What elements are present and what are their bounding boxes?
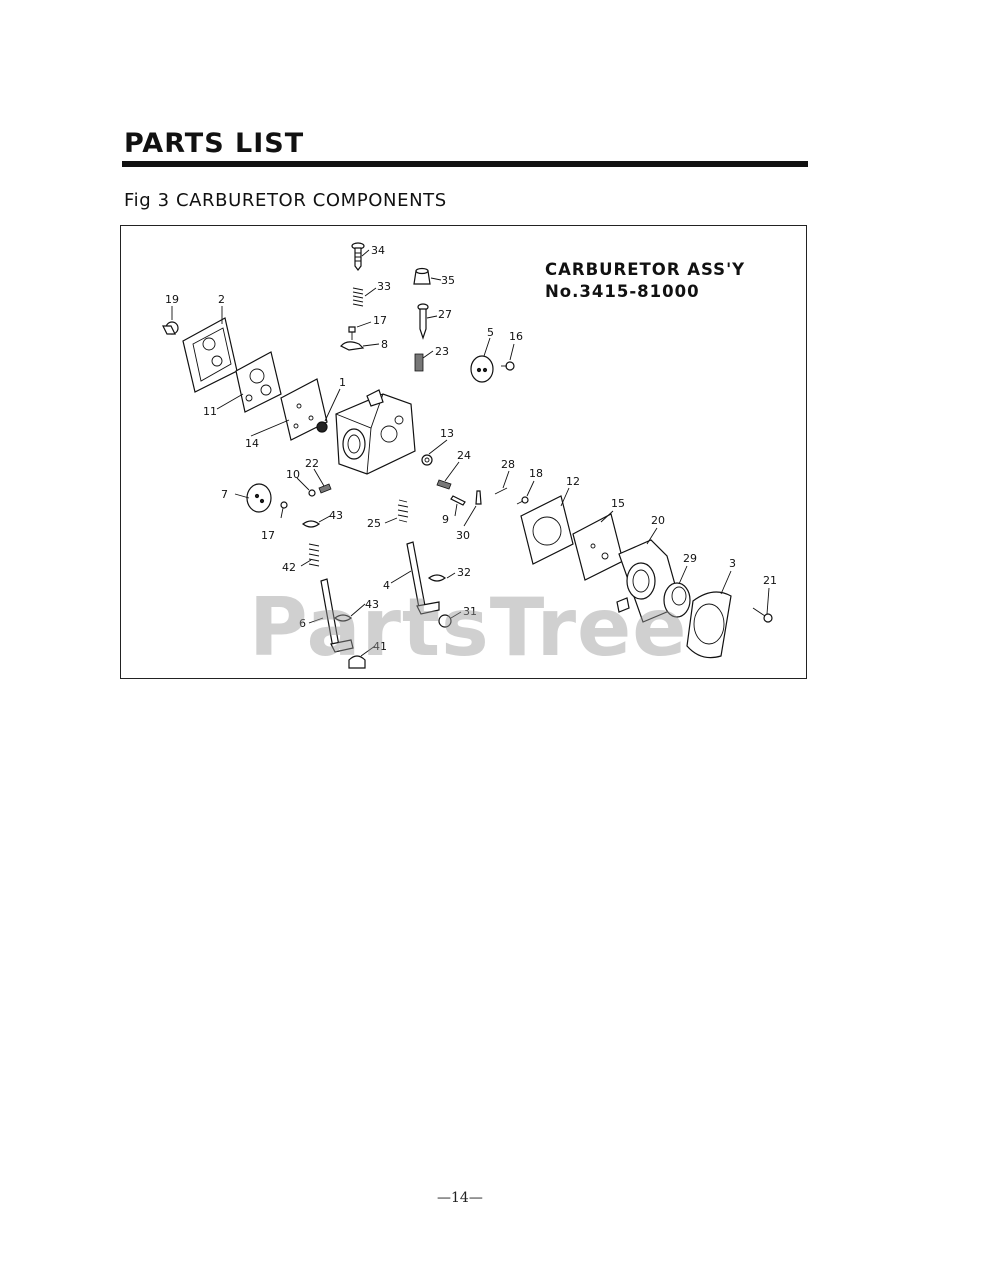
callout-10: 10 — [286, 468, 300, 481]
diagram-frame: 34 33 35 27 17 8 23 19 2 5 16 1 11 14 13… — [120, 225, 807, 679]
part-24-spring — [436, 479, 452, 490]
part-23-spring — [414, 353, 424, 372]
callout-30: 30 — [456, 529, 470, 542]
watermark: PartsTree — [249, 581, 688, 674]
part-17-pin — [348, 326, 356, 340]
part-20-pump-body — [616, 539, 682, 623]
part-42-spring — [308, 543, 320, 567]
part-2-pump-cover — [182, 317, 238, 393]
callout-2: 2 — [218, 293, 225, 306]
callout-17-lower: 17 — [261, 529, 275, 542]
callout-3: 3 — [729, 557, 736, 570]
part-27-needle — [417, 303, 429, 340]
part-10-ball — [308, 489, 316, 497]
callout-6: 6 — [299, 617, 306, 630]
callout-13: 13 — [440, 427, 454, 440]
part-13-nut — [421, 454, 433, 466]
callout-18: 18 — [529, 467, 543, 480]
callout-4: 4 — [383, 579, 390, 592]
part-17-screw — [280, 501, 288, 519]
part-3-cover — [686, 591, 732, 659]
part-32-clip — [427, 574, 447, 582]
callout-34: 34 — [371, 244, 385, 257]
callout-32: 32 — [457, 566, 471, 579]
part-11-gasket — [235, 351, 282, 413]
part-25-spring — [397, 499, 409, 523]
page-number: —14— — [437, 1190, 483, 1206]
callout-5: 5 — [487, 326, 494, 339]
part-43-clip — [301, 520, 321, 528]
part-21-screw — [752, 607, 773, 623]
part-22-spring — [318, 483, 332, 494]
part-1-screen — [316, 421, 328, 433]
callout-20: 20 — [651, 514, 665, 527]
callout-28: 28 — [501, 458, 515, 471]
part-29-valve — [663, 582, 691, 618]
callout-24: 24 — [457, 449, 471, 462]
part-28-pin — [494, 487, 508, 495]
carburetor-body — [335, 389, 416, 475]
page-title: PARTS LIST — [124, 128, 305, 159]
part-43-clip-lower — [333, 614, 353, 622]
part-31-cap — [438, 614, 452, 628]
callout-12: 12 — [566, 475, 580, 488]
callout-21: 21 — [763, 574, 777, 587]
callout-17: 17 — [373, 314, 387, 327]
callout-43-lower: 43 — [365, 598, 379, 611]
part-19-fitting — [162, 321, 179, 335]
callout-16: 16 — [509, 330, 523, 343]
part-34-screw — [351, 242, 365, 271]
part-14-diaphragm — [280, 378, 328, 441]
callout-22: 22 — [305, 457, 319, 470]
part-6-choke-shaft — [320, 578, 354, 653]
callout-7: 7 — [221, 488, 228, 501]
assembly-title: CARBURETOR ASS'Y — [545, 260, 746, 279]
part-30-needle — [475, 490, 482, 505]
part-9-lever — [450, 495, 466, 506]
callout-14: 14 — [245, 437, 259, 450]
callout-42: 42 — [282, 561, 296, 574]
callout-8: 8 — [381, 338, 388, 351]
leader-lines — [171, 249, 770, 657]
callout-35: 35 — [441, 274, 455, 287]
callout-25: 25 — [367, 517, 381, 530]
assembly-number: No.3415-81000 — [545, 282, 700, 301]
callout-33: 33 — [377, 280, 391, 293]
part-4-throttle-shaft — [406, 541, 440, 615]
callout-27: 27 — [438, 308, 452, 321]
part-41-cap — [348, 655, 366, 669]
callout-1: 1 — [339, 376, 346, 389]
callout-23: 23 — [435, 345, 449, 358]
part-35-cap — [413, 267, 431, 285]
carburetor-exploded-diagram: 34 33 35 27 17 8 23 19 2 5 16 1 11 14 13… — [162, 242, 777, 669]
callout-29: 29 — [683, 552, 697, 565]
part-7-choke-plate — [246, 483, 272, 513]
part-18-screw — [516, 496, 529, 505]
callout-11: 11 — [203, 405, 217, 418]
callout-41: 41 — [373, 640, 387, 653]
part-33-spring — [352, 287, 364, 307]
part-8-lever — [340, 341, 365, 351]
part-5-throttle-plate — [470, 355, 494, 383]
callout-9: 9 — [442, 513, 449, 526]
part-16-screw — [501, 361, 515, 371]
callout-31: 31 — [463, 605, 477, 618]
title-rule — [122, 161, 808, 167]
callout-15: 15 — [611, 497, 625, 510]
callout-19: 19 — [165, 293, 179, 306]
callout-43: 43 — [329, 509, 343, 522]
part-15-diaphragm — [572, 513, 624, 581]
part-12-gasket — [520, 495, 574, 565]
figure-caption: Fig 3 CARBURETOR COMPONENTS — [124, 190, 447, 211]
